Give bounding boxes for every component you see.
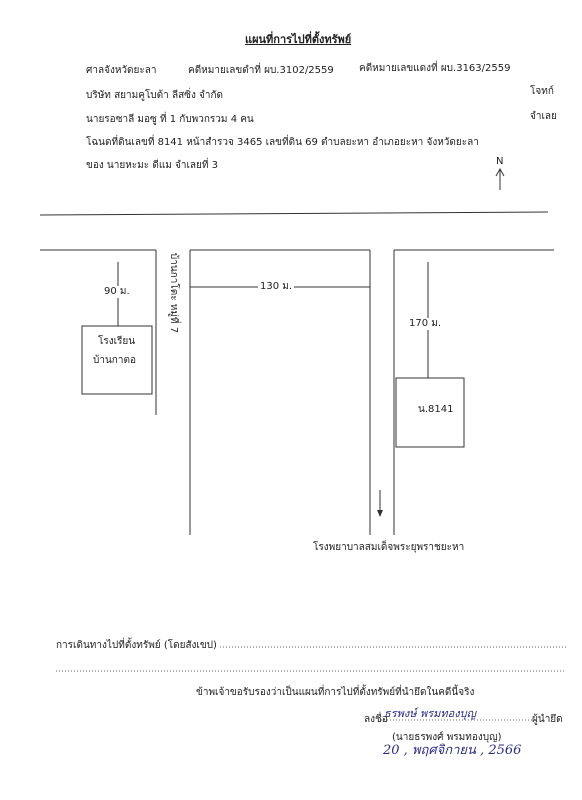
north-arrow-icon	[495, 167, 505, 190]
distance-left-label: 90 ม.	[104, 286, 130, 298]
red-case-number: คดีหมายเลขแดงที่ ผบ.3163/2559	[359, 63, 511, 74]
north-label: N	[496, 156, 504, 167]
village-road-label: บ้านกาโตะ หมู่ที่ 7	[168, 252, 179, 334]
distance-right-label: 170 ม.	[409, 318, 442, 330]
hospital-label: โรงพยาบาลสมเด็จพระยุพราชยะหา	[313, 542, 465, 553]
document-title: แผนที่การไปที่ตั้งทรัพย์	[245, 33, 352, 46]
school-box	[81, 325, 153, 395]
parcel-label: น.8141	[418, 404, 454, 415]
sign-prefix: ลงชื่อ	[364, 714, 388, 725]
deed-description: โฉนดที่ดินเลขที่ 8141 หน้าสำรวจ 3465 เลข…	[86, 137, 479, 148]
owner-line: ของ นายหะมะ ดีแม จำเลยที่ 3	[86, 160, 219, 171]
distance-middle-label: 130 ม.	[258, 281, 295, 293]
plaintiff-role: โจทก์	[530, 86, 554, 97]
handwritten-date: 20 , พฤศจิกายน , 2566	[383, 743, 522, 758]
hospital-arrow-icon	[377, 490, 383, 517]
certification-statement: ข้าพเจ้าขอรับรองว่าเป็นแผนที่การไปที่ตั้…	[196, 687, 475, 698]
route-description-label: การเดินทางไปที่ตั้งทรัพย์ (โดยสังเขป)	[56, 640, 219, 652]
main-road-line	[39, 211, 549, 216]
defendant-role: จำเลย	[530, 111, 557, 122]
school-label-line1: โรงเรียน	[98, 336, 136, 347]
defendant-name: นายรอซาลี มอซู ที่ 1 กับพวกรวม 4 คน	[86, 114, 254, 125]
school-label-line2: บ้านกาตอ	[93, 355, 136, 366]
plaintiff-name: บริษัท สยามคูโบต้า ลีสซิ่ง จำกัด	[86, 90, 224, 101]
parcel-box	[395, 377, 465, 448]
sign-role: ผู้นำยึด	[532, 714, 563, 725]
handwritten-signature: ธรพงษ์ พรมทองบุญ	[384, 707, 476, 720]
signer-name: (นายธรพงศ์ พรมทองบุญ)	[392, 732, 502, 743]
black-case-number: คดีหมายเลขดำที่ ผบ.3102/2559	[188, 65, 334, 76]
court-name: ศาลจังหวัดยะลา	[86, 65, 157, 76]
